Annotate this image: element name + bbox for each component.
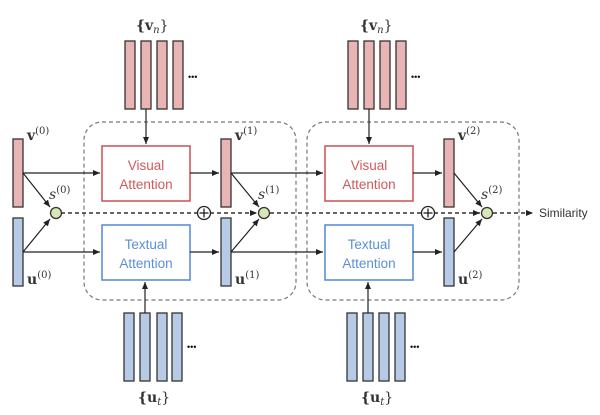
arrow-u1-to-s1: [230, 218, 260, 253]
visual-attention-label-1b: Attention: [119, 177, 172, 192]
visual-attention-box-1: [101, 145, 191, 202]
textual-attention-box-1: [101, 224, 191, 281]
ellipsis-v1: •••: [188, 72, 197, 82]
u2-label: u(2): [458, 270, 482, 288]
ellipsis-u1: •••: [187, 342, 196, 352]
arrow-v0-to-s0: [22, 172, 51, 208]
attention-block-2: [306, 121, 520, 301]
plus-node-2: [420, 205, 436, 221]
arrow-v2-to-s2: [453, 172, 483, 208]
s2-node: [480, 206, 494, 220]
v-set-label-1: {vn}: [136, 18, 169, 36]
ellipsis-v2: •••: [411, 72, 420, 82]
visual-attention-label-1: Visual: [128, 158, 165, 173]
u2-vector: [443, 217, 455, 287]
u0-vector: [12, 217, 24, 287]
textual-feature-set-1: [123, 312, 183, 382]
arrow-v1-to-s1: [230, 172, 260, 208]
s0-node: [49, 206, 63, 220]
visual-feature-set-2: [347, 40, 407, 110]
v2-vector: [443, 138, 455, 208]
v1-vector: [220, 138, 232, 208]
visual-feature-set-1: [124, 40, 184, 110]
u1-label: u(1): [235, 270, 259, 288]
visual-attention-label-2b: Attention: [342, 177, 395, 192]
v2-label: v(2): [457, 126, 480, 144]
u-set-label-1: {ut}: [138, 390, 170, 408]
textual-attention-box-2: [324, 224, 414, 281]
arrow-u2-to-s2: [453, 218, 483, 253]
arrow-u0-to-s0: [22, 218, 51, 253]
s0-label: s(0): [49, 185, 70, 203]
v0-vector: [12, 138, 24, 208]
v1-label: v(1): [234, 126, 257, 144]
ellipsis-u2: •••: [410, 342, 419, 352]
textual-attention-label-1: Textual: [125, 237, 168, 252]
v-set-label-2: {vn}: [360, 18, 393, 36]
u0-label: u(0): [27, 270, 51, 288]
u1-vector: [220, 217, 232, 287]
s2-label: s(2): [481, 185, 502, 203]
textual-attention-label-2b: Attention: [342, 256, 395, 271]
s1-node: [257, 206, 271, 220]
v0-label: v(0): [26, 126, 49, 144]
textual-feature-set-2: [346, 312, 406, 382]
u-set-label-2: {ut}: [361, 390, 393, 408]
visual-attention-box-2: [324, 145, 414, 202]
s1-label: s(1): [258, 185, 279, 203]
similarity-label: Similarity: [539, 206, 588, 220]
textual-attention-label-2: Textual: [348, 237, 391, 252]
plus-node-1: [196, 205, 212, 221]
attention-block-1: [83, 121, 297, 301]
textual-attention-label-1b: Attention: [119, 256, 172, 271]
visual-attention-label-2: Visual: [351, 158, 388, 173]
